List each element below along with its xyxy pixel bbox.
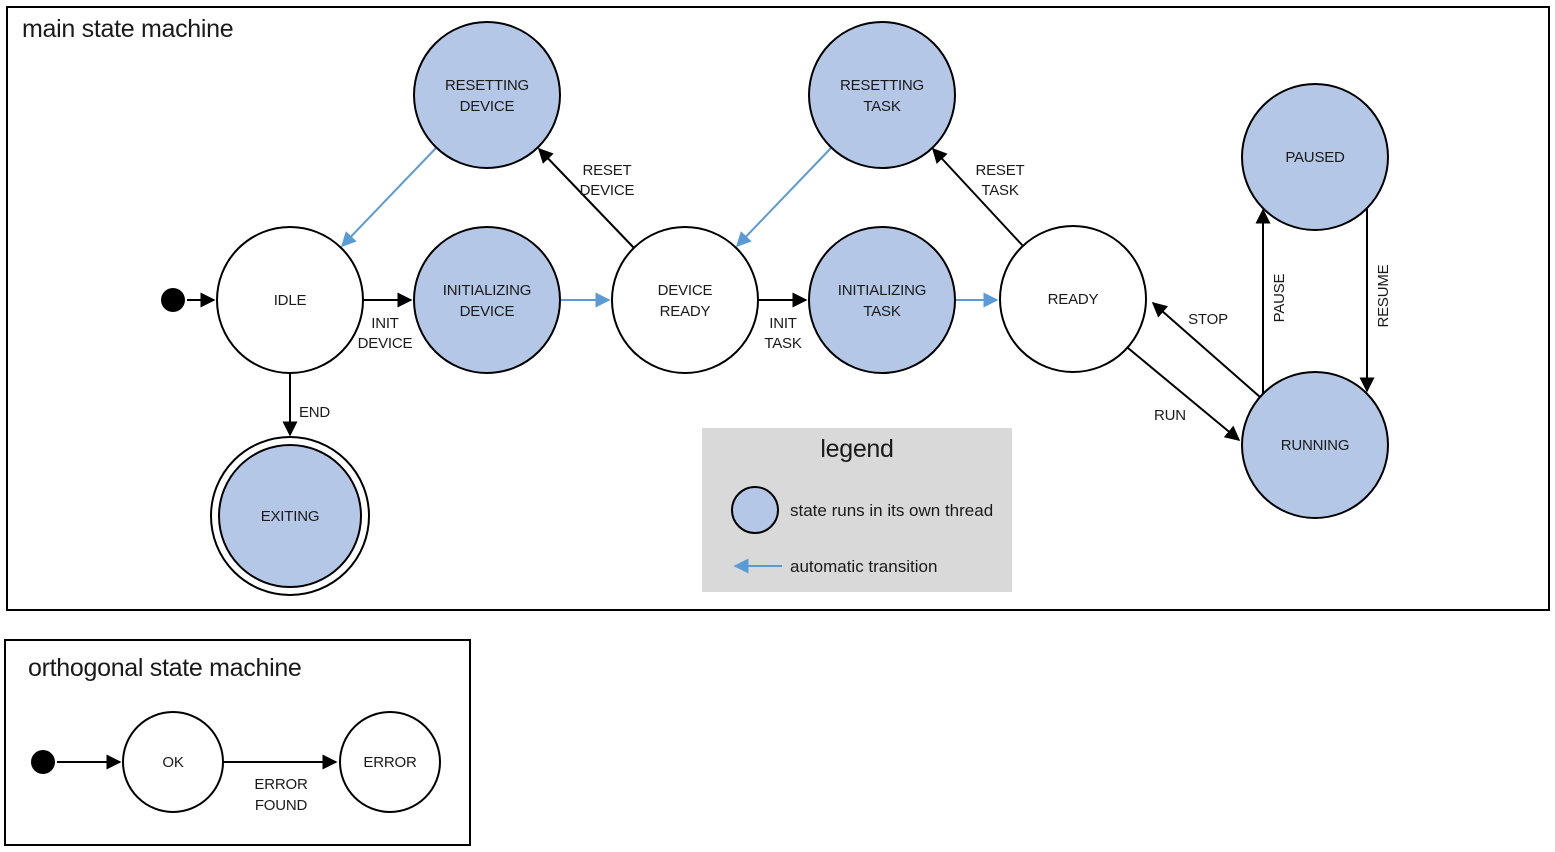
state-resetting-task-circle — [808, 21, 956, 169]
state-initializing-device-circle — [413, 226, 561, 374]
transition-auto-resetting-device-to-idle-arrow — [340, 147, 437, 248]
transition-run-arrow — [1127, 347, 1241, 441]
state-ok-circle — [122, 711, 224, 813]
state-device-ready-circle — [611, 226, 759, 374]
transition-end-label: END — [299, 404, 330, 421]
state-error-label: ERROR — [363, 754, 417, 771]
state-initializing-task: INITIALIZING TASK — [808, 226, 956, 374]
transition-reset-device-arrow — [537, 147, 635, 249]
state-resetting-device-label-line2: DEVICE — [460, 98, 515, 115]
state-initializing-task-label-line1: INITIALIZING — [838, 282, 926, 299]
state-paused-label: PAUSED — [1285, 149, 1345, 166]
state-initializing-device-label-line2: DEVICE — [460, 303, 515, 320]
state-error-circle — [339, 711, 441, 813]
state-ready: READY — [999, 225, 1147, 373]
transition-run-label: RUN — [1154, 407, 1186, 424]
state-resetting-device-label-line1: RESETTING — [445, 77, 529, 94]
orthogonal-initial-state-dot — [31, 750, 55, 774]
transition-error-found-label-line2: FOUND — [255, 797, 308, 814]
state-resetting-task-label-line1: RESETTING — [840, 77, 924, 94]
transition-reset-device-label-line2: DEVICE — [580, 182, 635, 199]
state-device-ready: DEVICE READY — [611, 226, 759, 374]
state-idle-circle — [216, 226, 364, 374]
main-state-machine-title: main state machine — [22, 15, 233, 43]
initial-state-dot — [161, 288, 185, 312]
state-paused: PAUSED — [1241, 83, 1389, 231]
state-resetting-task: RESETTING TASK — [808, 21, 956, 169]
state-idle: IDLE — [216, 226, 364, 374]
state-ok-label: OK — [162, 754, 183, 771]
state-initializing-task-circle — [808, 226, 956, 374]
transition-init-task-label-line1: INIT — [769, 315, 797, 332]
legend-threaded-state-label: state runs in its own thread — [790, 501, 993, 520]
state-device-ready-label-line2: READY — [660, 303, 711, 320]
transition-init-task-label-line2: TASK — [764, 335, 801, 352]
state-initializing-task-label-line2: TASK — [863, 303, 900, 320]
legend-threaded-state-icon — [731, 486, 779, 534]
orthogonal-state-machine-title: orthogonal state machine — [28, 654, 302, 682]
transition-error-found-label-line1: ERROR — [254, 776, 308, 793]
state-exiting-final: EXITING — [210, 436, 370, 596]
state-exiting-inner-circle — [218, 444, 362, 588]
transition-reset-task-label-line2: TASK — [981, 182, 1018, 199]
state-initializing-device: INITIALIZING DEVICE — [413, 226, 561, 374]
state-resetting-device: RESETTING DEVICE — [413, 21, 561, 169]
state-resetting-task-label-line2: TASK — [863, 98, 900, 115]
state-running-label: RUNNING — [1281, 437, 1350, 454]
legend-auto-transition-label: automatic transition — [790, 557, 937, 576]
transition-reset-device-label-line1: RESET — [582, 162, 631, 179]
state-running-circle — [1241, 371, 1389, 519]
state-idle-label: IDLE — [274, 292, 307, 309]
transition-reset-task-arrow — [931, 147, 1024, 247]
orthogonal-state-machine: orthogonal state machine OK ERROR ERROR … — [4, 639, 471, 846]
transition-stop-arrow — [1151, 302, 1261, 398]
transition-resume-label: RESUME — [1375, 264, 1392, 327]
transition-init-device-label-line1: INIT — [371, 315, 399, 332]
transition-auto-resetting-task-to-device-ready-arrow — [735, 147, 832, 248]
transition-pause-label: PAUSE — [1271, 273, 1288, 322]
state-exiting-label: EXITING — [261, 508, 320, 525]
legend: legend state runs in its own thread auto… — [702, 428, 1012, 592]
transition-stop-label: STOP — [1188, 311, 1228, 328]
state-running: RUNNING — [1241, 371, 1389, 519]
state-resetting-device-circle — [413, 21, 561, 169]
legend-title: legend — [820, 435, 893, 463]
state-initializing-device-label-line1: INITIALIZING — [443, 282, 531, 299]
transition-init-device-label-line2: DEVICE — [358, 335, 413, 352]
state-ready-label: READY — [1048, 291, 1099, 308]
state-ready-circle — [999, 225, 1147, 373]
transition-reset-task-label-line1: RESET — [975, 162, 1024, 179]
state-device-ready-label-line1: DEVICE — [658, 282, 713, 299]
state-paused-circle — [1241, 83, 1389, 231]
